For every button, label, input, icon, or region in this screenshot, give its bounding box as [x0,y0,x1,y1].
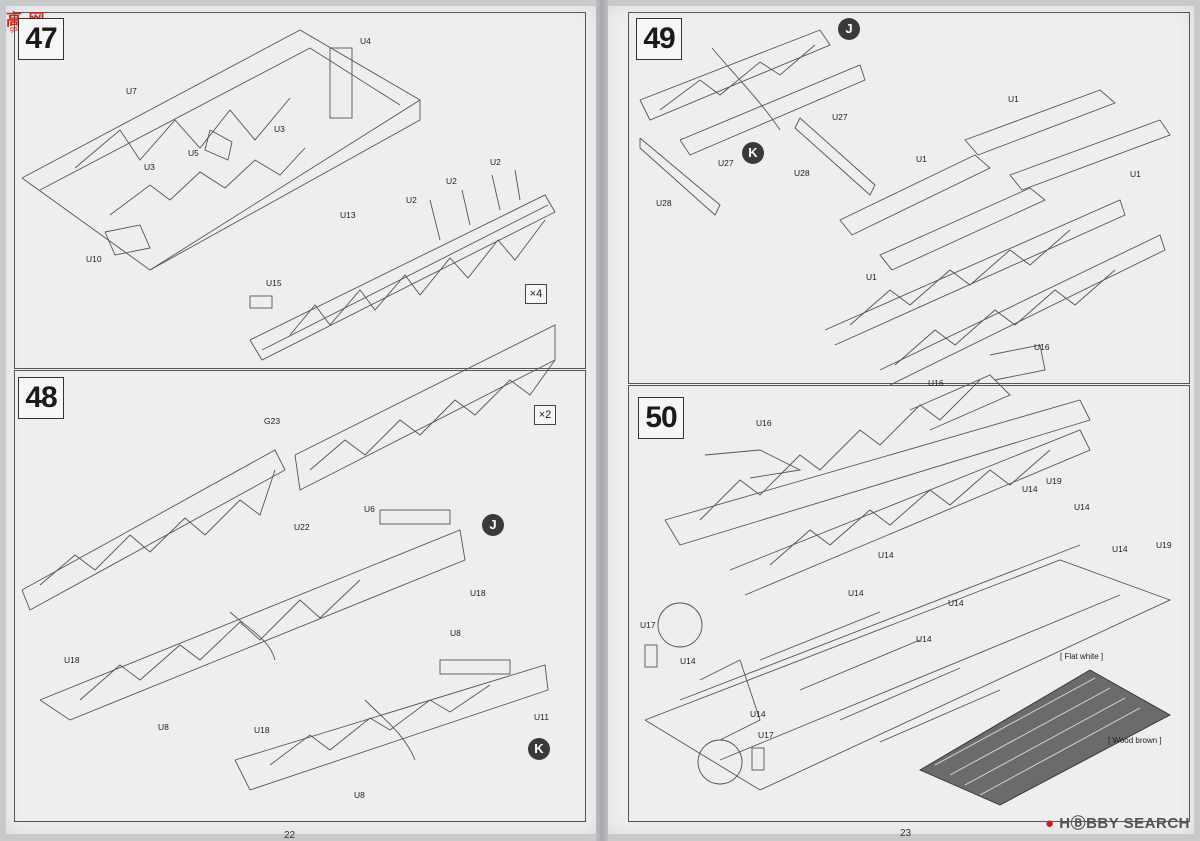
part-label: U18 [470,588,486,598]
page-number-left: 22 [284,830,296,841]
step-47-truss-diagram [249,169,556,361]
part-label: U27 [718,158,734,168]
subassembly-marker-k: K [528,738,550,760]
part-label: U14 [1022,484,1038,494]
part-label: U16 [756,418,772,428]
part-label: U14 [948,598,964,608]
part-label: U3 [274,124,285,134]
step-number-48: 48 [18,377,64,419]
part-label: U5 [188,148,199,158]
part-label: U22 [294,522,310,532]
quantity-multiplier: ×4 [525,284,547,304]
quantity-multiplier: ×2 [534,405,556,425]
part-label: U14 [848,588,864,598]
paint-callout-wood-brown: [ Wood brown ] [1108,736,1162,745]
part-label: U15 [266,278,282,288]
step-49-diagrams [639,29,1171,386]
subassembly-marker-j: J [838,18,860,40]
part-label: U10 [86,254,102,264]
page-number-right: 23 [900,828,912,839]
step-50-frame [628,385,1190,822]
step-47-frame [14,12,586,369]
part-label: U14 [878,550,894,560]
left-page [6,6,598,834]
part-label: U8 [158,722,169,732]
part-label: U14 [750,709,766,719]
part-label: U2 [490,157,501,167]
part-label: U14 [916,634,932,644]
part-label: U14 [680,656,696,666]
part-label: G23 [264,416,281,426]
part-label: U3 [144,162,155,172]
part-label: U17 [640,620,656,630]
part-label: U16 [1034,342,1050,352]
part-label: U28 [656,198,672,208]
part-label: U18 [254,725,270,735]
part-label: U14 [1074,502,1090,512]
step-number-50: 50 [638,397,684,439]
part-label: U8 [354,790,365,800]
part-label: U4 [360,36,371,46]
part-label: U19 [1156,540,1172,550]
part-label: U14 [1112,544,1128,554]
part-label: U18 [64,655,80,665]
part-label: U19 [1046,476,1062,486]
part-label: U1 [916,154,927,164]
subassembly-marker-j: J [482,514,504,536]
part-label: U16 [928,378,944,388]
part-label: U1 [866,272,877,282]
step-47-ramp-diagram [21,29,421,271]
part-label: U13 [340,210,356,220]
subassembly-marker-k: K [742,142,764,164]
step-number-47: 47 [18,18,64,60]
book-gutter [596,0,608,841]
part-label: U27 [832,112,848,122]
part-label: U7 [126,86,137,96]
step-number-49: 49 [636,18,682,60]
part-label: U8 [450,628,461,638]
step-48-frame [14,370,586,822]
paint-callout-flat-white: [ Flat white ] [1060,652,1104,661]
part-label: U2 [406,195,417,205]
step-49-frame [628,12,1190,384]
part-label: U1 [1130,169,1141,179]
part-label: U17 [758,730,774,740]
hobby-search-watermark: ● HⒷBBY SEARCH [1045,815,1190,832]
step-48-truss-diagrams [21,324,556,791]
part-label: U6 [364,504,375,514]
part-label: U1 [1008,94,1019,104]
step-50-diagrams [644,344,1172,806]
part-label: U2 [446,176,457,186]
part-label: U28 [794,168,810,178]
part-label: U11 [534,712,549,722]
